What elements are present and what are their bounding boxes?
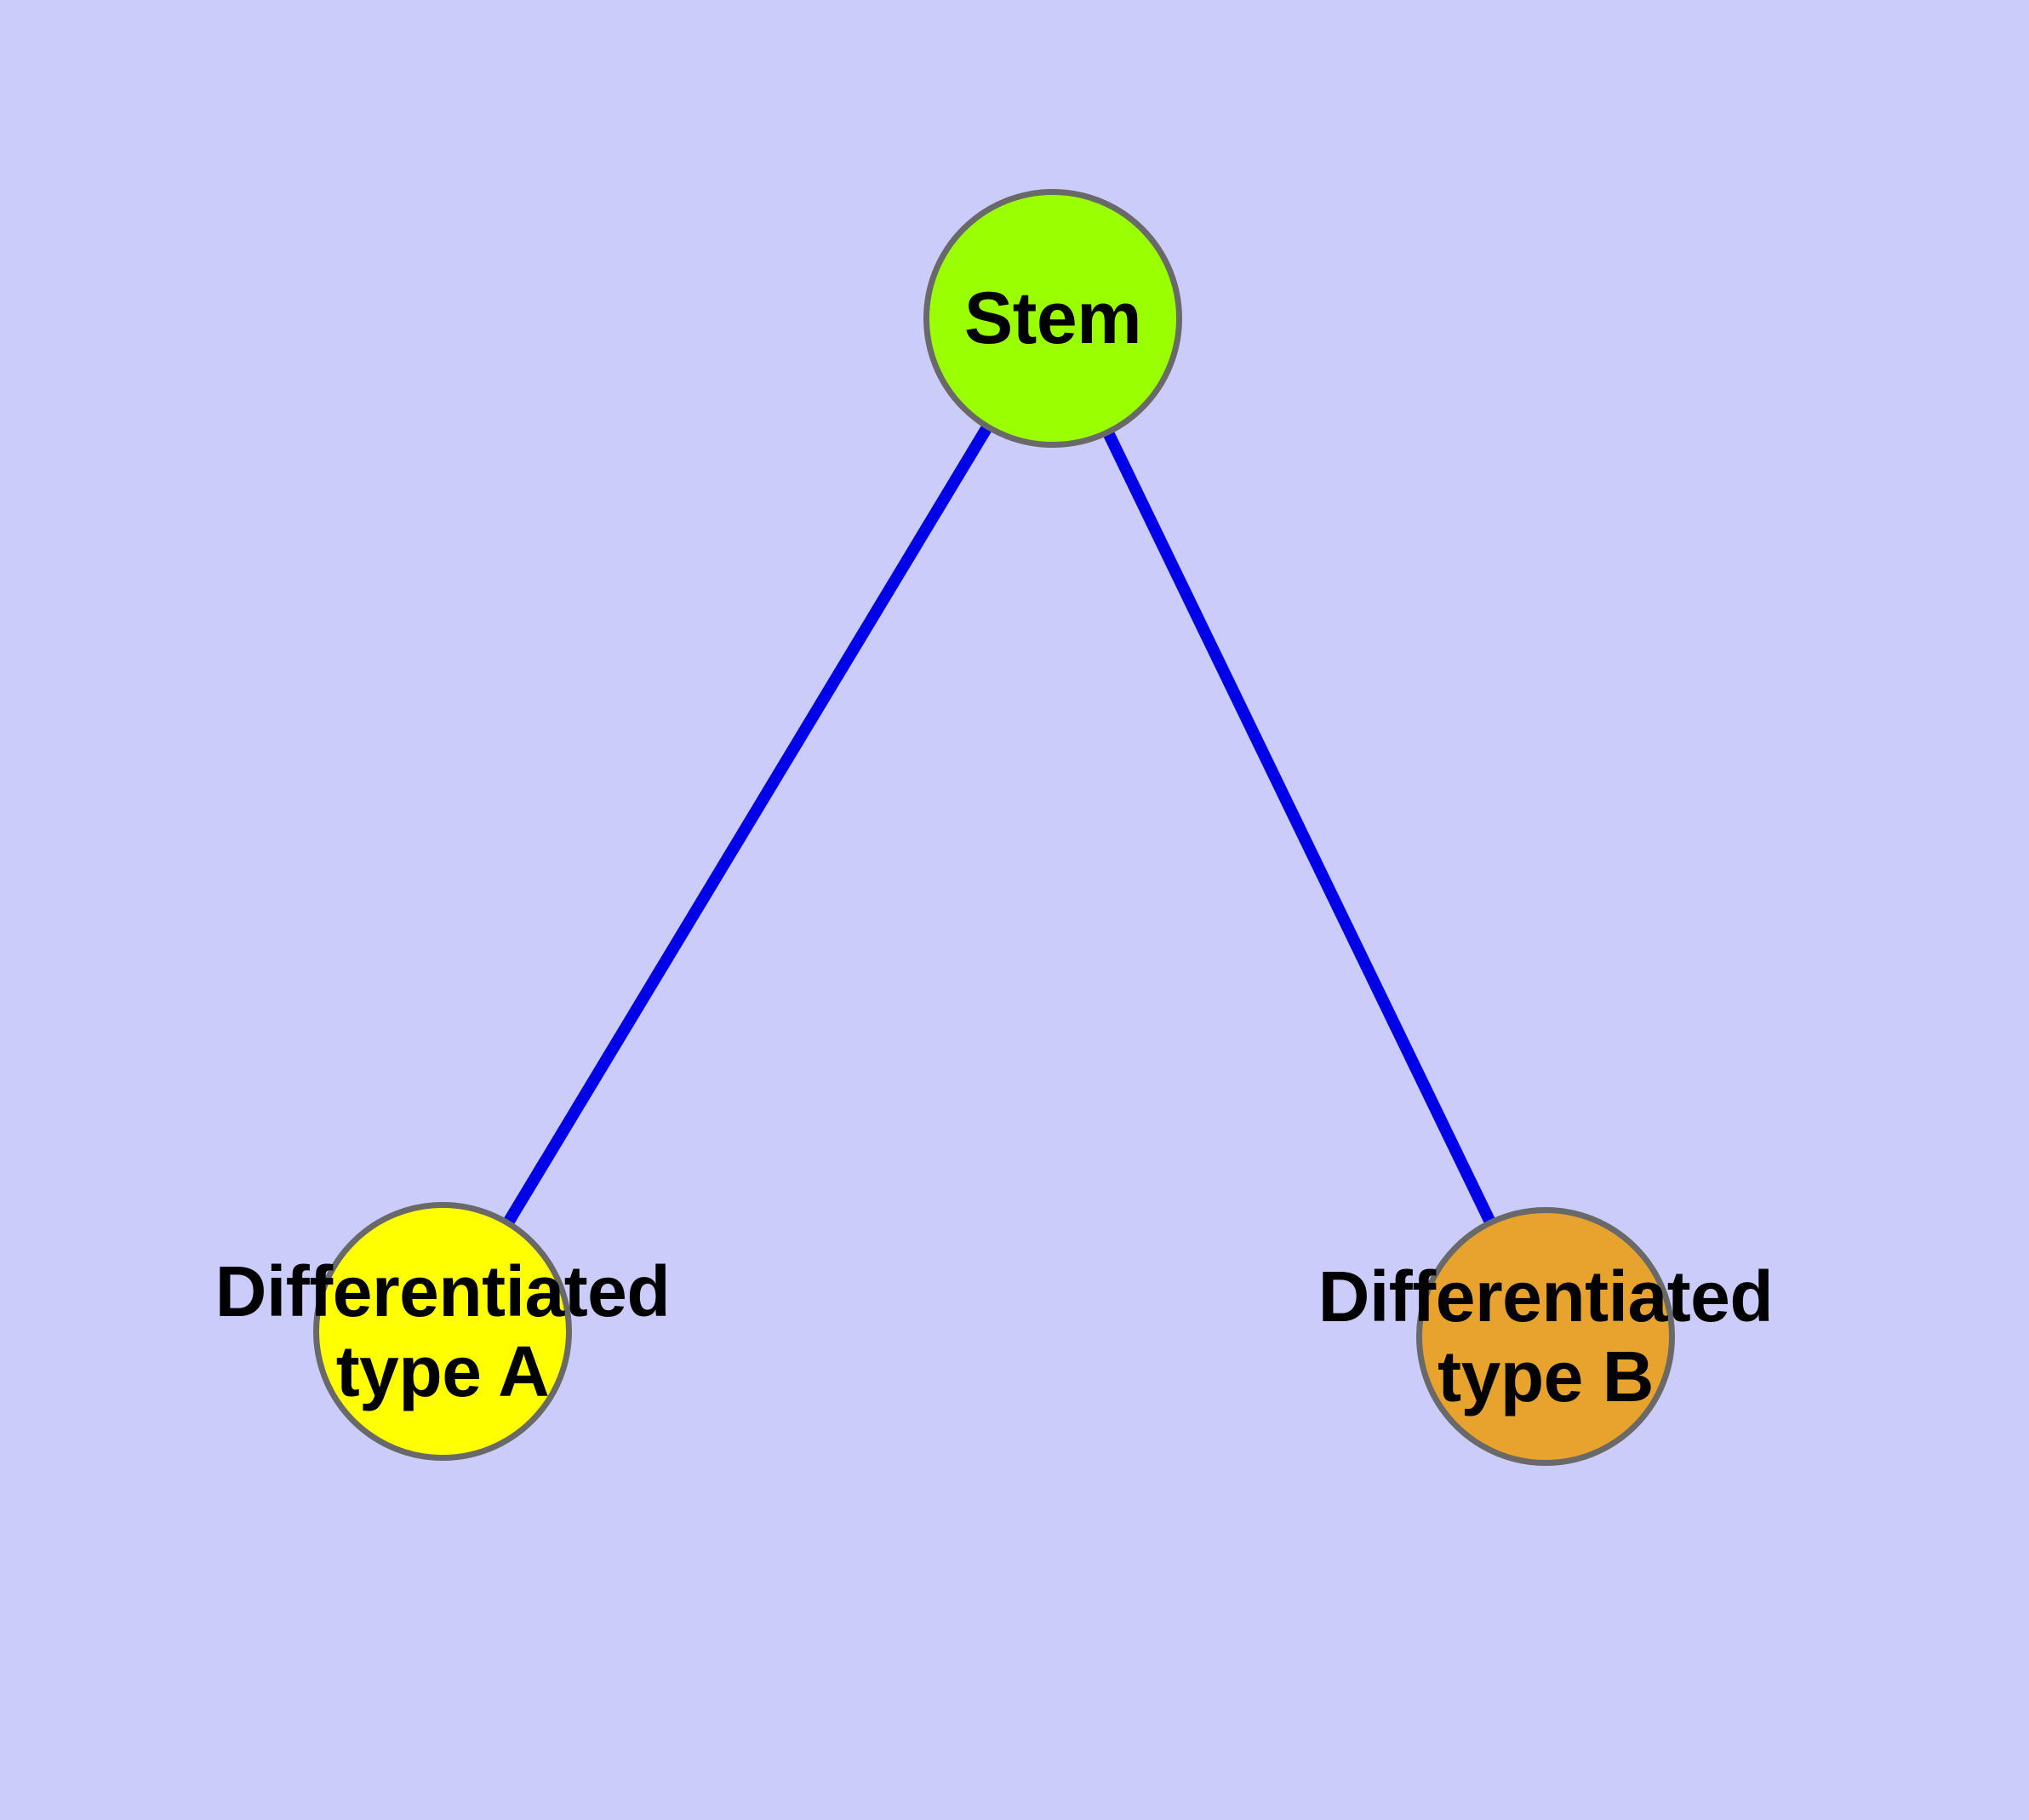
edge-stem-to-b: [1047, 315, 1552, 1340]
edge-stem-to-a: [437, 315, 1058, 1335]
node-circle-diff_a[interactable]: [313, 1202, 572, 1461]
node-circle-diff_b[interactable]: [1416, 1207, 1675, 1466]
nodes-group: [313, 189, 1675, 1466]
node-circle-stem[interactable]: [923, 189, 1182, 448]
edges-group: [437, 315, 1552, 1340]
